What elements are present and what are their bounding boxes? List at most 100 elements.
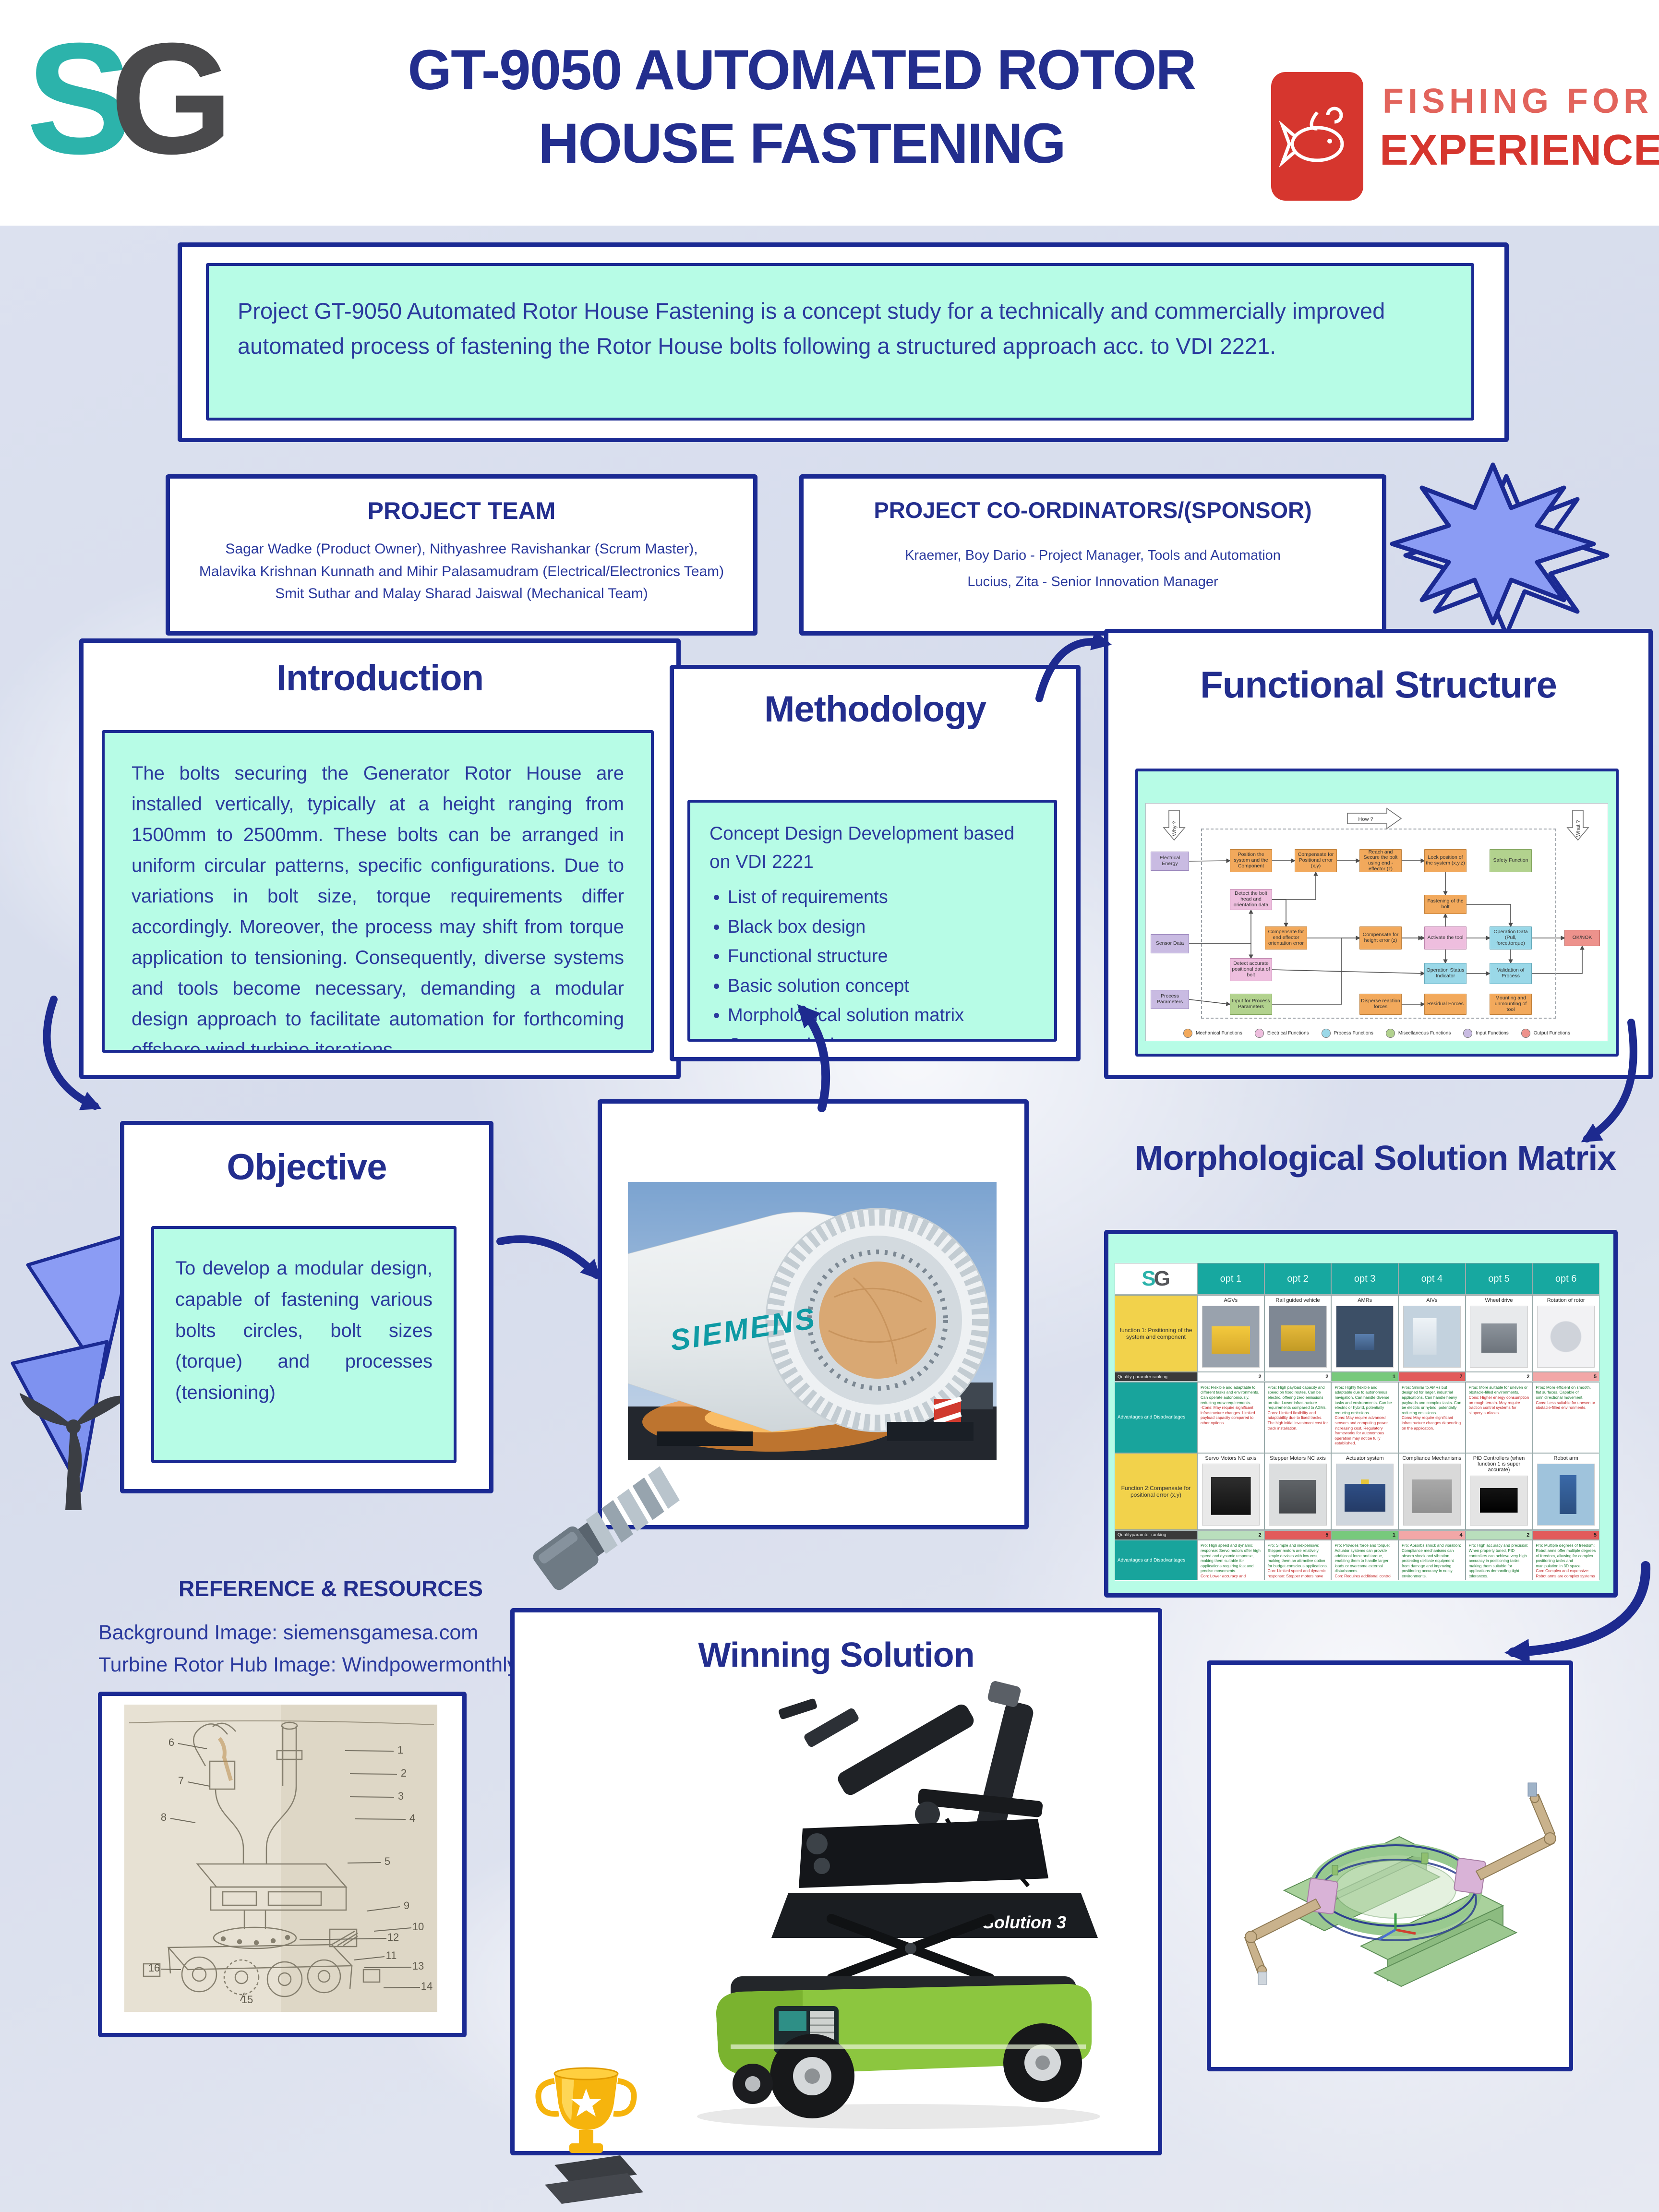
sketch-pointer-line [160,1969,181,1970]
matrix-solution-cell: Servo Motors NC axis [1197,1453,1264,1530]
matrix-cons-text: Con: Complex to tune: Tuning a PID contr… [1469,1579,1529,1580]
methodology-bullet: Basic solution concept [728,972,1054,1001]
matrix-option-header: opt 5 [1465,1263,1533,1295]
matrix-solution-cell: AMRs [1331,1295,1398,1372]
legend-color-dot [1183,1029,1193,1038]
matrix-pros-text: Pro: High speed and dynamic response: Se… [1201,1543,1261,1574]
matrix-solution-cell: AIVs [1398,1295,1466,1372]
team-member-line: Sagar Wadke (Product Owner), Nithyashree… [225,541,698,557]
flowchart-box: Electrical Energy [1151,852,1189,871]
methodology-panel: Concept Design Development based on VDI … [687,800,1057,1042]
matrix-ranking-value: 2 [1197,1530,1264,1540]
winning-solution-robot-image: Solution 3 [697,1681,1100,2129]
coordinators-members: Kraemer, Boy Dario - Project Manager, To… [804,542,1382,595]
methodology-intro: Concept Design Development based on VDI … [709,823,1015,872]
introduction-text: The bolts securing the Generator Rotor H… [132,763,624,1053]
legend-item: Mechanical Functions [1183,1029,1242,1038]
objective-text: To develop a modular design, capable of … [175,1258,433,1404]
poster-title: GT-9050 AUTOMATED ROTOR HOUSE FASTENING [379,34,1224,181]
introduction-title: Introduction [276,658,484,698]
legend-label: Output Functions [1533,1031,1570,1036]
sketch-pointer-line [299,1938,387,1940]
matrix-pros-text: Pros: More efficient on smooth, flat sur… [1536,1384,1591,1400]
legend-label: Mechanical Functions [1196,1031,1242,1036]
methodology-bullet-list: List of requirementsBlack box designFunc… [690,883,1054,1039]
legend-color-dot [1254,1029,1264,1038]
coordinators-card: PROJECT CO-ORDINATORS/(SPONSOR) Kraemer,… [799,474,1386,636]
flowchart-box: OK/NOK [1564,930,1600,946]
flowchart-box: Activate the tool [1424,926,1467,950]
matrix-solution-cell: Rail guided vehicle [1264,1295,1332,1372]
matrix-ranking-value: 2 [1465,1372,1533,1382]
sketch-pointer-line [170,1818,196,1823]
matrix-ranking-value: 2 [1197,1372,1264,1382]
matrix-option-header: opt 3 [1331,1263,1398,1295]
matrix-proscons-cell: Pro: Multiple degrees of freedom: Robot … [1532,1540,1599,1581]
matrix-option-header: opt 6 [1532,1263,1599,1295]
coordinator-line: Kraemer, Boy Dario - Project Manager, To… [905,548,1281,563]
flowchart-box: Lock position of the system (x,y,z) [1424,849,1467,872]
poster-title-line2: HOUSE FASTENING [538,112,1066,176]
matrix-pros-text: Pro: Absorbs shock and vibration: Compli… [1402,1543,1461,1579]
winning-solution-card: Winning Solution Solution 3 [510,1608,1162,2155]
sketch-number-label: 10 [412,1921,424,1933]
sketch-number-label: 16 [148,1962,160,1974]
matrix-pros-text: Pros: Similar to AMRs but designed for l… [1402,1384,1462,1415]
flowchart-box: Residual Forces [1424,994,1467,1015]
matrix-proscons-cell: Pro: High speed and dynamic response: Se… [1197,1540,1264,1581]
sketch-number-label: 12 [387,1931,399,1943]
sponsor-text-line1: FISHING FOR [1382,82,1653,120]
flowchart-box: Operation Status Indicator [1424,963,1467,984]
matrix-solution-thumbnail [1269,1464,1327,1526]
sketch-number-label: 11 [386,1949,397,1961]
matrix-function-label: function 1: Positioning of the system an… [1115,1295,1197,1372]
matrix-proscons-cell: Pros: High payload capacity and speed on… [1264,1382,1332,1453]
methodology-title: Methodology [764,689,986,730]
matrix-solution-thumbnail [1470,1475,1528,1526]
matrix-ranking-value: 5 [1532,1530,1599,1540]
flowchart-box: Compensate for end effector orientation … [1265,926,1307,950]
methodology-bullet: List of requirements [728,883,1054,913]
flowchart-box: Disperse reaction forces [1359,994,1402,1015]
matrix-proscons-cell: Pros: Flexible and adaptable to differen… [1197,1382,1264,1453]
flowchart-box: Detect accurate positional data of bolt [1230,958,1272,981]
matrix-proscons-label: Advantages and Disadvantages [1115,1382,1197,1453]
matrix-ranking-value: 1 [1331,1372,1398,1382]
matrix-cons-text: Con: Complex and expensive: Robot arms a… [1536,1568,1595,1580]
matrix-cons-text: Con: Can be bulky and heavy: Depending o… [1402,1579,1462,1580]
overview-text: Project GT-9050 Automated Rotor House Fa… [238,298,1385,359]
legend-label: Electrical Functions [1267,1031,1309,1036]
matrix-cons-text: Cons: May require significant infrastruc… [1402,1415,1461,1431]
legend-color-dot [1521,1029,1530,1038]
matrix-solution-thumbnail [1335,1305,1394,1368]
matrix-pros-text: Pro: Simple and inexpensive: Stepper mot… [1267,1543,1328,1568]
flowchart-box: Detect the bolt head and orientation dat… [1230,889,1272,910]
matrix-pros-text: Pros: High payload capacity and speed on… [1267,1384,1327,1410]
objective-card: Objective To develop a modular design, c… [120,1121,493,1493]
matrix-solution-thumbnail [1335,1464,1394,1526]
matrix-proscons-cell: Pros: More suitable for uneven or obstac… [1465,1382,1533,1453]
matrix-proscons-cell: Pros: Highly flexible and adaptable due … [1331,1382,1398,1453]
header-band [0,0,1659,226]
sketch-pointer-line [353,1956,385,1960]
sketch-number-label: 8 [161,1811,167,1823]
flowchart-box: Input for Process Parameters [1230,994,1272,1015]
reference-line: Turbine Rotor Hub Image: Windpowermonthl… [98,1653,561,1676]
team-member-line: Malavika Krishnan Kunnath and Mihir Pala… [199,563,724,579]
overview-card: Project GT-9050 Automated Rotor House Fa… [178,242,1509,442]
objective-title: Objective [227,1147,387,1188]
matrix-cons-text: -Cons: May require significant infrastru… [1201,1405,1255,1425]
legend-item: Miscellaneous Functions [1385,1029,1451,1038]
why-arrow-icon: Why ? [1163,810,1186,841]
matrix-solution-cell: Robot arm [1532,1453,1599,1530]
matrix-solution-thumbnail [1403,1464,1461,1526]
flowchart-connections [1189,858,1585,1007]
sketch-number-label: 15 [241,1994,253,2006]
sketch-number-label: 1 [397,1744,403,1756]
sketch-number-label: 5 [385,1855,390,1867]
sketch-pointer-line [383,1987,421,1988]
